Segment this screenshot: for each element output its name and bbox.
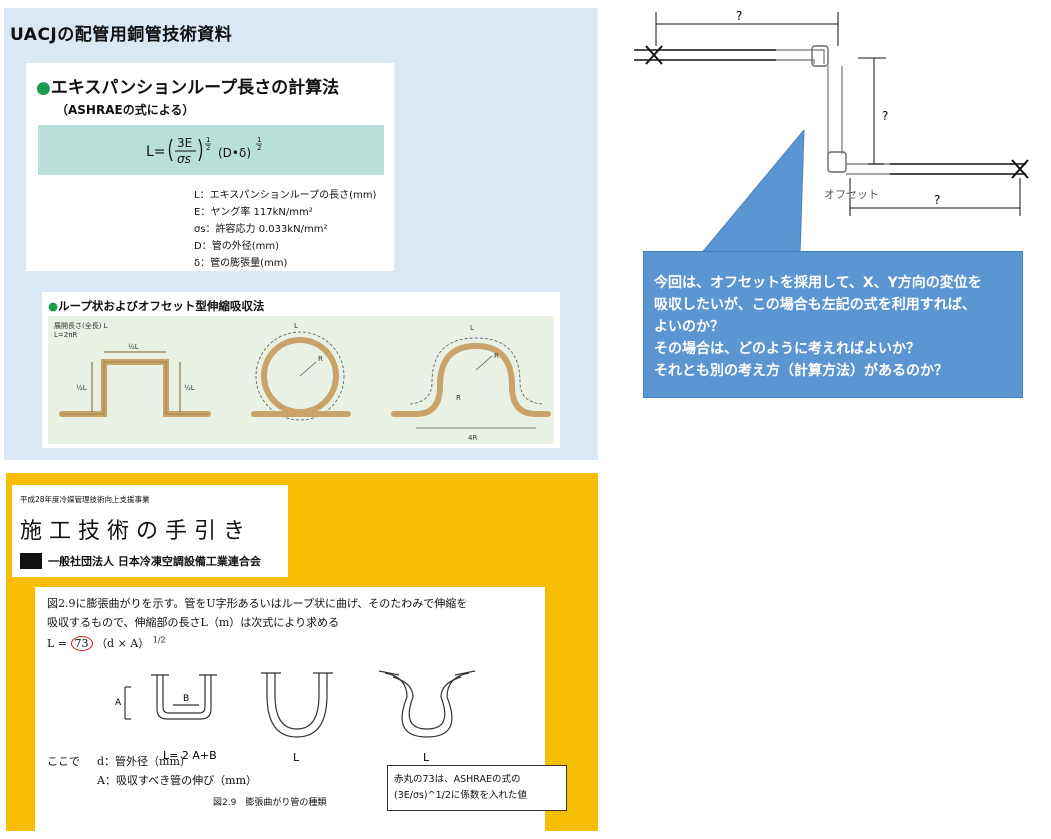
guide-header: 平成28年度冷媒管理技術向上支援事業 施工技術の手引き 一般社団法人 日本冷凍空… (12, 485, 288, 577)
callout-line: 今回は、オフセットを採用して、X、Y方向の変位を (654, 275, 982, 291)
svg-text:L=: L= (146, 144, 166, 160)
callout-line: 吸収したいが、この場合も左記の式を利用すれば、 (654, 297, 976, 313)
circle-loop-pipe (251, 331, 351, 421)
org-logo-icon (20, 553, 42, 569)
formula-band: L= 3E σs 1 2 (D•δ) 1 2 (38, 125, 384, 175)
where-label: ここで (47, 755, 80, 768)
uacj-title: UACJの配管用銅管技術資料 (10, 25, 233, 45)
fig-eq-label: L= 2 A+B (163, 749, 217, 762)
offset-label: オフセット (824, 188, 879, 201)
svg-text:2: 2 (206, 144, 210, 152)
guide-formula: L = 73 （d × A） 1/2 (47, 635, 166, 651)
expansion-bend-figures: A B L= 2 A+B L L (115, 670, 476, 764)
loop-illustrations: 展開長さ(全長) L L=2πR ½L ½L ½L (54, 321, 551, 442)
note-box: 赤丸の73は、ASHRAEの式の (3E/σs)^1/2に係数を入れた値 (387, 765, 567, 811)
bullet-marker: ● (48, 299, 59, 313)
svg-text:(D•δ): (D•δ) (218, 146, 251, 160)
formula-heading-text: エキスパンションループ長さの計算法 (50, 78, 340, 98)
total-length-eq: L=2πR (54, 331, 77, 339)
svg-text:3E: 3E (177, 136, 192, 150)
guide-panel: 平成28年度冷媒管理技術向上支援事業 施工技術の手引き 一般社団法人 日本冷凍空… (6, 473, 598, 831)
formula-box: ●エキスパンションループ長さの計算法 （ASHRAEの式による） L= 3E σ… (26, 63, 394, 271)
loop-figure: 展開長さ(全長) L L=2πR ½L ½L ½L (48, 316, 554, 444)
guide-title: 施工技術の手引き (20, 519, 253, 544)
ashrae-formula: L= 3E σs 1 2 (D•δ) 1 2 (146, 136, 262, 166)
anchor-x-left (645, 45, 663, 65)
note-text: 赤丸の73は、ASHRAEの式の (3E/σs)^1/2に係数を入れた値 (394, 772, 527, 804)
circle-r: R (318, 355, 323, 363)
anchor-x-right (1011, 159, 1029, 179)
callout-text: 今回は、オフセットを採用して、X、Y方向の変位を 吸収したいが、この場合も左記の… (654, 272, 982, 382)
circle-l: L (294, 322, 298, 330)
guide-body: 図2.9に膨張曲がりを示す。管をU字形あるいはループ状に曲げ、そのたわみで伸縮を… (35, 587, 567, 831)
fig-b-label: B (183, 694, 189, 704)
legend-line: L：エキスパンションループの長さ(mm) (194, 190, 377, 201)
loop-heading-text: ループ状およびオフセット型伸縮吸収法 (58, 299, 265, 313)
legend-line: δ：管の膨張量(mm) (194, 258, 288, 269)
omega-l: L (470, 324, 474, 332)
half-l-left: ½L (76, 384, 87, 392)
omega-r: R (494, 352, 499, 360)
dim-y: ? (882, 109, 888, 123)
formula-rest: （d × A） (96, 637, 150, 650)
legend-line: E：ヤング率 117kN/mm² (194, 207, 313, 218)
body-line: 吸収するもので、伸縮部の長さL（m）は次式により求める (47, 616, 340, 629)
loop-methods-box: ●ループ状およびオフセット型伸縮吸収法 展開長さ(全長) L L=2πR ½L … (42, 292, 560, 448)
svg-text:1: 1 (257, 136, 261, 144)
where-d: d：管外径（mm） (97, 755, 191, 768)
offset-diagram: ? ? ? オフセット (634, 9, 1029, 216)
omega-4r: 4R (468, 434, 477, 442)
dim-x-bottom: ? (934, 193, 940, 207)
svg-text:2: 2 (257, 144, 261, 152)
svg-text:σs: σs (177, 152, 191, 166)
fig-a-label: A (115, 698, 122, 708)
callout-line: その場合は、どのように考えればよいか？ (654, 341, 920, 357)
dim-x-top: ? (736, 9, 742, 23)
formula-heading: ●エキスパンションループ長さの計算法 (36, 73, 339, 98)
formula-prefix: L = (47, 637, 68, 650)
formula-legend: L：エキスパンションループの長さ(mm) E：ヤング率 117kN/mm² σs… (194, 187, 376, 272)
fig-l-round: L (293, 751, 300, 764)
circled-coefficient: 73 (70, 636, 93, 651)
note-line: (3E/σs)^1/2に係数を入れた値 (394, 790, 527, 801)
total-length-label: 展開長さ(全長) L (54, 321, 108, 330)
question-callout: 今回は、オフセットを採用して、X、Y方向の変位を 吸収したいが、この場合も左記の… (643, 251, 1023, 398)
omega-loop-pipe (391, 337, 551, 429)
callout-line: よいのか？ (654, 319, 724, 335)
guide-org-name: 一般社団法人 日本冷凍空調設備工業連合会 (48, 555, 261, 568)
uacj-panel: UACJの配管用銅管技術資料 ●エキスパンションループ長さの計算法 （ASHRA… (4, 8, 598, 460)
half-l-top: ½L (128, 343, 139, 351)
where-a: A：吸収すべき管の伸び（mm） (97, 774, 258, 787)
legend-line: σs：許容応力 0.033kN/mm² (194, 224, 328, 235)
guide-org: 一般社団法人 日本冷凍空調設備工業連合会 (20, 553, 261, 569)
legend-line: D：管の外径(mm) (194, 241, 279, 252)
formula-exponent: 1/2 (152, 635, 166, 645)
callout-pointer (700, 130, 805, 255)
half-l-right: ½L (184, 384, 195, 392)
loop-heading: ●ループ状およびオフセット型伸縮吸収法 (48, 298, 264, 314)
fig-l-omega: L (423, 751, 430, 764)
svg-text:1: 1 (206, 136, 210, 144)
body-line: 図2.9に膨張曲がりを示す。管をU字形あるいはループ状に曲げ、そのたわみで伸縮を (47, 597, 468, 610)
bullet-marker: ● (36, 78, 51, 98)
note-line: 赤丸の73は、ASHRAEの式の (394, 774, 521, 785)
omega-r-lower: R (456, 394, 461, 402)
guide-small-caption: 平成28年度冷媒管理技術向上支援事業 (20, 495, 150, 504)
callout-line: それとも別の考え方（計算方法）があるのか？ (654, 363, 948, 379)
figure-caption: 図2.9 膨張曲がり管の種類 (213, 798, 327, 808)
formula-subtitle: （ASHRAEの式による） (56, 103, 195, 117)
